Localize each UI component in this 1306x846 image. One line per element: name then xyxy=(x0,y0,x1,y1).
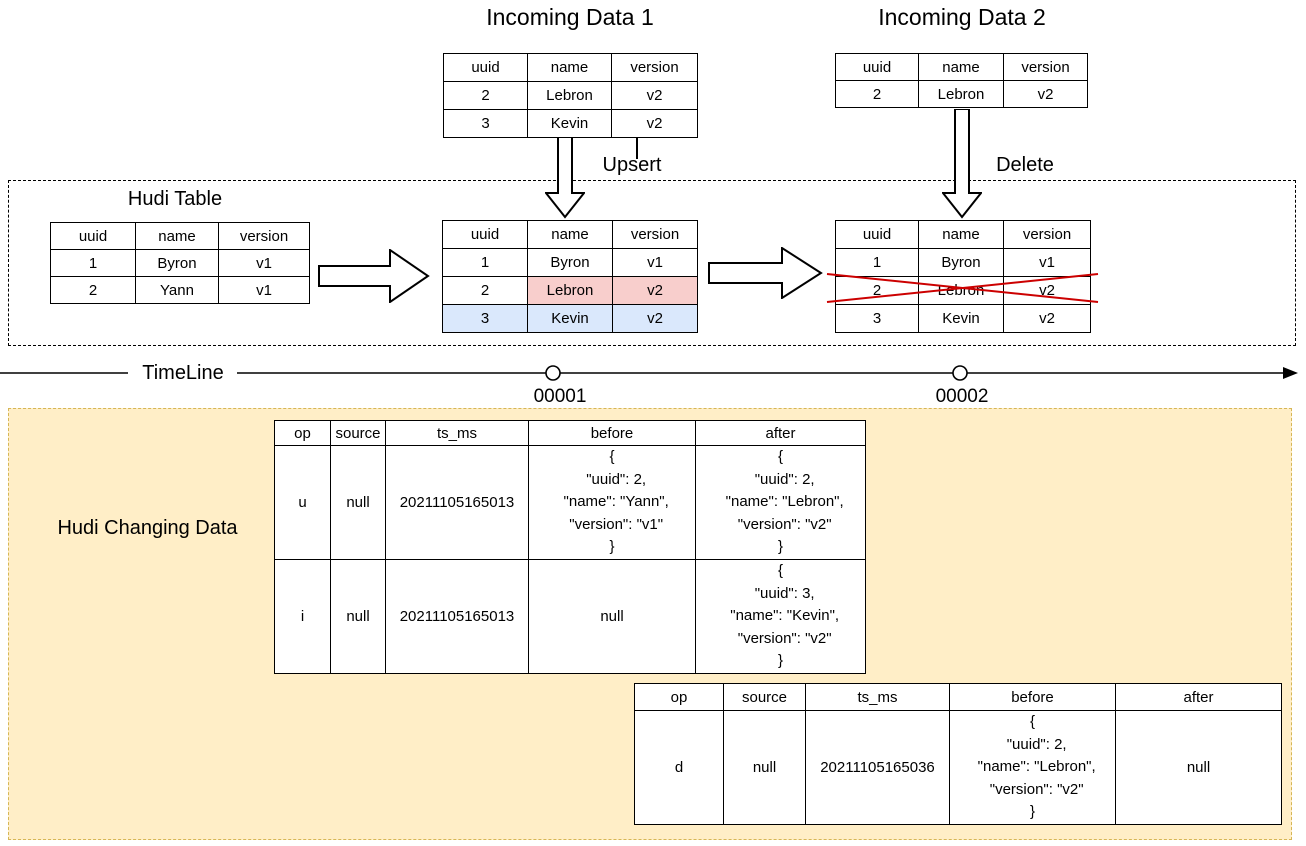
cell: 3 xyxy=(835,304,919,333)
column-header: uuid xyxy=(835,53,919,81)
hudi-after-upsert-table: uuid name version 1 Byron v1 2 Lebron v2… xyxy=(442,220,698,333)
cell-updated: Lebron xyxy=(527,276,613,305)
timeline-label: TimeLine xyxy=(142,362,224,384)
column-header: version xyxy=(218,222,310,250)
commit-2-label: 00002 xyxy=(935,386,989,407)
cell: Kevin xyxy=(527,109,612,138)
column-header: name xyxy=(135,222,219,250)
column-header: uuid xyxy=(443,53,528,82)
right-arrow-icon xyxy=(318,249,430,303)
cell-op: d xyxy=(634,710,724,825)
column-header: name xyxy=(527,220,613,249)
column-header: uuid xyxy=(442,220,528,249)
commit-marker-1 xyxy=(545,365,561,381)
column-header: version xyxy=(611,53,698,82)
cell-source: null xyxy=(330,445,386,560)
hudi-after-delete-table: uuid name version 1 Byron v1 2 Lebron v2… xyxy=(835,220,1091,333)
column-header: version xyxy=(612,220,698,249)
upsert-label: Upsert xyxy=(602,154,662,176)
cell-updated: v2 xyxy=(612,276,698,305)
cell: v1 xyxy=(218,276,310,304)
column-header: ts_ms xyxy=(805,683,950,711)
column-header: version xyxy=(1003,53,1088,81)
hudi-initial-table: uuid name version 1 Byron v1 2 Yann v1 xyxy=(50,222,310,304)
cell-op: u xyxy=(274,445,331,560)
commit-1-label: 00001 xyxy=(533,386,587,407)
cell: 2 xyxy=(835,80,919,108)
cell: v1 xyxy=(1003,248,1091,277)
incoming-data-2-table: uuid name version 2 Lebron v2 xyxy=(835,53,1088,108)
timeline-axis xyxy=(0,365,1298,381)
delete-cross-icon xyxy=(826,273,1099,303)
cell: 3 xyxy=(443,109,528,138)
cell: Byron xyxy=(527,248,613,277)
cell: v2 xyxy=(611,81,698,110)
cell-inserted: Kevin xyxy=(527,304,613,333)
cell-inserted: 3 xyxy=(442,304,528,333)
cell: v1 xyxy=(218,249,310,277)
cell: v1 xyxy=(612,248,698,277)
cell-before: { "uuid": 2, "name": "Yann", "version": … xyxy=(528,445,696,560)
right-arrow-icon xyxy=(708,247,823,299)
hudi-changing-data-title: Hudi Changing Data xyxy=(57,517,238,539)
incoming-data-1-title: Incoming Data 1 xyxy=(486,4,654,30)
cell-source: null xyxy=(330,559,386,674)
cell: v2 xyxy=(611,109,698,138)
column-header: ts_ms xyxy=(385,420,529,446)
cell-after: null xyxy=(1115,710,1282,825)
cell-ts: 20211105165013 xyxy=(385,445,529,560)
column-header: uuid xyxy=(835,220,919,249)
hudi-table-box xyxy=(8,180,1296,346)
arrowhead-icon xyxy=(1283,367,1298,379)
column-header: name xyxy=(918,220,1004,249)
cell-after: { "uuid": 3, "name": "Kevin", "version":… xyxy=(695,559,866,674)
column-header: after xyxy=(1115,683,1282,711)
column-header: source xyxy=(723,683,806,711)
column-header: after xyxy=(695,420,866,446)
cell: 2 xyxy=(443,81,528,110)
cell: v2 xyxy=(1003,80,1088,108)
cell-op: i xyxy=(274,559,331,674)
cell-source: null xyxy=(723,710,806,825)
column-header: name xyxy=(527,53,612,82)
cell: v2 xyxy=(1003,304,1091,333)
column-header: op xyxy=(274,420,331,446)
cell: Byron xyxy=(918,248,1004,277)
cell-inserted: v2 xyxy=(612,304,698,333)
cell-before: { "uuid": 2, "name": "Lebron", "version"… xyxy=(949,710,1116,825)
column-header: before xyxy=(528,420,696,446)
cell: Byron xyxy=(135,249,219,277)
column-header: uuid xyxy=(50,222,136,250)
label-leader-line xyxy=(636,137,638,159)
cell: Lebron xyxy=(527,81,612,110)
cell: 2 xyxy=(50,276,136,304)
column-header: op xyxy=(634,683,724,711)
cell: 1 xyxy=(50,249,136,277)
column-header: name xyxy=(918,53,1004,81)
cell: 1 xyxy=(442,248,528,277)
cell-ts: 20211105165013 xyxy=(385,559,529,674)
incoming-data-1-table: uuid name version 2 Lebron v2 3 Kevin v2 xyxy=(443,53,698,138)
cdc-table-commit-1: op source ts_ms before after u null 2021… xyxy=(274,420,866,674)
cell: Yann xyxy=(135,276,219,304)
column-header: before xyxy=(949,683,1116,711)
column-header: version xyxy=(1003,220,1091,249)
cell: 2 xyxy=(442,276,528,305)
incoming-data-2-title: Incoming Data 2 xyxy=(878,4,1046,30)
commit-marker-2 xyxy=(952,365,968,381)
delete-label: Delete xyxy=(996,154,1054,176)
cell: Lebron xyxy=(918,80,1004,108)
column-header: source xyxy=(330,420,386,446)
down-arrow-icon xyxy=(545,137,585,219)
cell-before: null xyxy=(528,559,696,674)
cell-after: { "uuid": 2, "name": "Lebron", "version"… xyxy=(695,445,866,560)
cell-ts: 20211105165036 xyxy=(805,710,950,825)
down-arrow-icon xyxy=(942,109,982,219)
hudi-table-title: Hudi Table xyxy=(127,188,223,210)
cell: Kevin xyxy=(918,304,1004,333)
cdc-table-commit-2: op source ts_ms before after d null 2021… xyxy=(634,683,1282,825)
